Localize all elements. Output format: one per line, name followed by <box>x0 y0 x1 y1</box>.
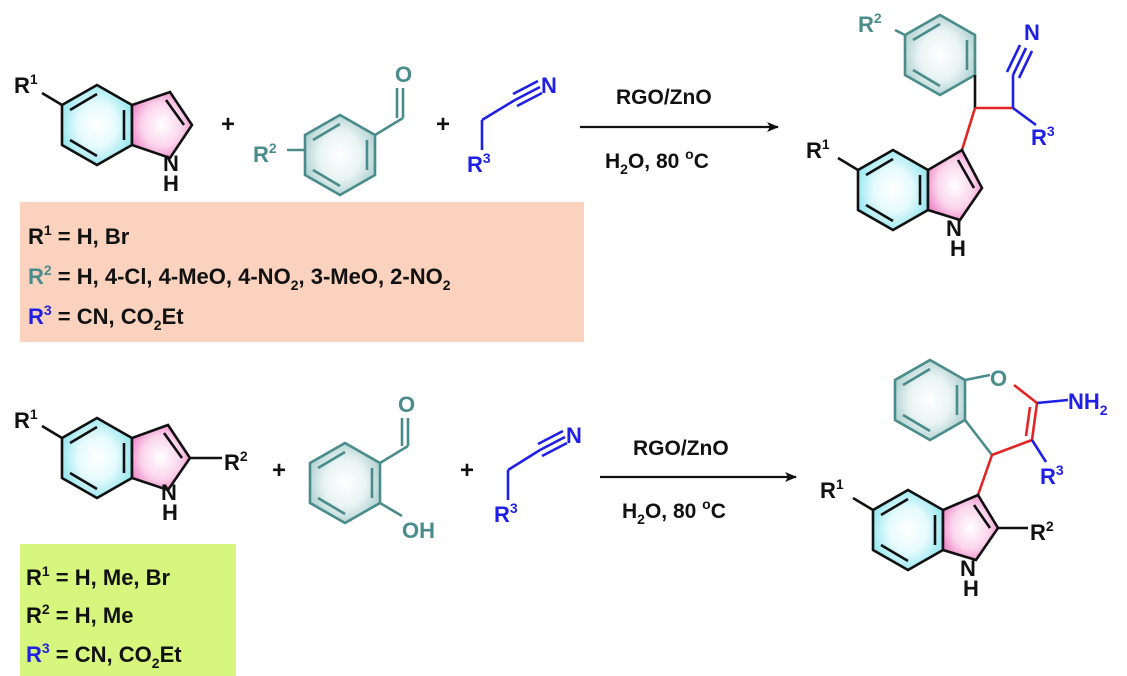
benzene-ring <box>60 416 134 500</box>
indole-h: H <box>163 171 179 196</box>
indole-r1-label: R1 <box>14 71 38 98</box>
r2-definition: R2 = H, Me <box>26 601 133 628</box>
product-r2-label: R2 <box>858 10 882 37</box>
reaction-2: R1 R2 N H + O OH + N R3 <box>14 358 1108 676</box>
product-r2-label: R2 <box>1030 518 1054 545</box>
product-2: O NH2 R3 R1 R2 <box>820 358 1108 601</box>
chromene-benzene-ring <box>893 358 967 442</box>
benzaldehyde-reactant-1: O R2 <box>253 62 412 197</box>
catalyst-label: RGO/ZnO <box>633 437 729 460</box>
catalyst-label: RGO/ZnO <box>616 86 712 109</box>
amino-nh2: NH2 <box>1068 389 1108 418</box>
pyrrole-ring <box>130 90 194 160</box>
nitrile-n: N <box>541 73 557 98</box>
chromene-o: O <box>990 366 1007 391</box>
reaction-1: R1 N H + O R2 + N R3 <box>14 10 1055 342</box>
r2-definition: R2 = H, 4-Cl, 4-MeO, 4-NO2, 3-MeO, 2-NO2 <box>28 262 451 293</box>
product-h: H <box>963 576 979 601</box>
product-r1-label: R1 <box>820 476 844 503</box>
phenyl-ring <box>903 13 977 97</box>
pyrrole-ring <box>941 493 1000 562</box>
indole-nh: N <box>163 151 179 176</box>
new-bond <box>976 454 994 496</box>
nitrile-n: N <box>566 423 582 448</box>
product-nitrile-n: N <box>1024 20 1040 45</box>
indole-h: H <box>162 500 178 525</box>
indole-r2-label: R2 <box>224 448 248 475</box>
r1-definition: R1 = H, Br <box>28 222 130 249</box>
aldehyde-o: O <box>398 392 415 417</box>
indole-r1-label: R1 <box>14 406 38 433</box>
product-r3-label: R3 <box>1031 123 1055 150</box>
nitrile-reactant-1: N R3 <box>467 73 557 177</box>
nitrile-r3-label: R3 <box>494 500 518 527</box>
product-nh: N <box>946 216 962 241</box>
hydroxyl-oh: OH <box>402 518 435 543</box>
benzene-ring <box>871 488 945 572</box>
indole-nh: N <box>161 480 177 505</box>
product-1: R2 N R3 R1 N H <box>806 10 1055 261</box>
pyrrole-ring <box>926 148 984 222</box>
substituent-box-1: R1 = H, Br R2 = H, 4-Cl, 4-MeO, 4-NO2, 3… <box>20 202 584 342</box>
benzene-ring <box>308 441 382 525</box>
salicylaldehyde-reactant: O OH <box>308 392 435 543</box>
indole-reactant-1: R1 N H <box>14 71 194 196</box>
nitrile-reactant-2: N R3 <box>494 423 582 527</box>
aldehyde-o: O <box>395 62 412 87</box>
new-bond <box>960 107 977 151</box>
plus-sign: + <box>436 111 450 138</box>
aldehyde-r2-label: R2 <box>253 140 277 167</box>
r1-definition: R1 = H, Me, Br <box>26 563 171 590</box>
benzene-ring <box>303 113 377 197</box>
conditions-label: H2O, 80 oC <box>622 496 726 527</box>
plus-sign: + <box>460 457 474 484</box>
r3-definition: R3 = CN, CO2Et <box>26 640 182 671</box>
benzene-ring <box>60 83 134 167</box>
conditions-label: H2O, 80 oC <box>605 146 709 177</box>
benzene-ring <box>856 148 930 232</box>
product-h: H <box>950 236 966 261</box>
plus-sign: + <box>272 457 286 484</box>
product-r1-label: R1 <box>806 136 830 163</box>
product-r3-label: R3 <box>1040 462 1064 489</box>
nitrile-r3-label: R3 <box>467 150 491 177</box>
substituent-box-2: R1 = H, Me, Br R2 = H, Me R3 = CN, CO2Et <box>20 544 236 676</box>
indole-reactant-2: R1 R2 N H <box>14 406 248 525</box>
product-nh: N <box>960 556 976 581</box>
plus-sign: + <box>221 111 235 138</box>
r1-bond <box>41 91 63 107</box>
r3-definition: R3 = CN, CO2Et <box>28 302 184 333</box>
pyrrole-ring <box>130 423 192 492</box>
